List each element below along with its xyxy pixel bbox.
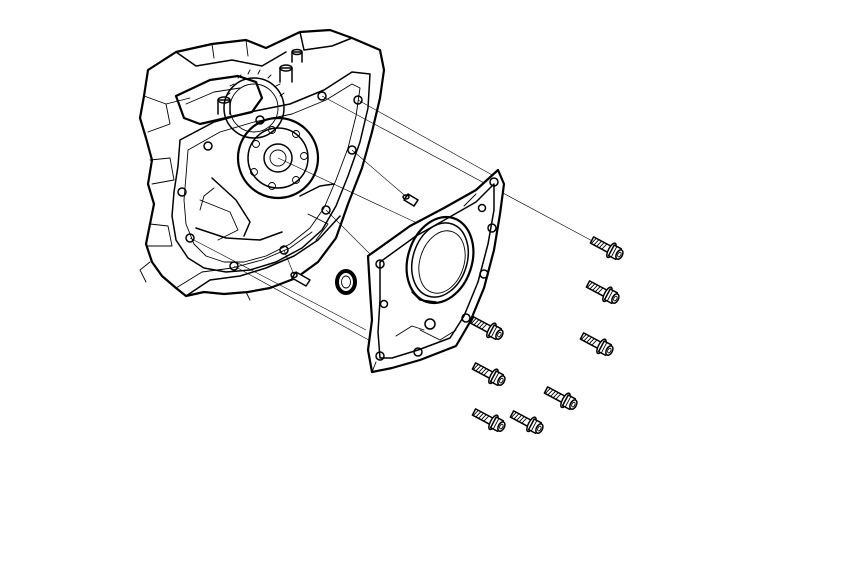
flange-bolt-3 — [467, 312, 507, 344]
flange-bolts — [467, 232, 627, 438]
flange-bolt-5 — [469, 358, 509, 390]
flange-bolt-2 — [583, 276, 623, 308]
bearing-cap-bolts — [217, 48, 303, 115]
crankshaft-oil-seal — [405, 215, 475, 305]
crankshaft-flange — [236, 116, 320, 200]
flange-bolt-8 — [507, 406, 547, 438]
alignment-leader-lines — [189, 95, 599, 345]
flange-bolt-4 — [577, 328, 617, 360]
flange-bolt-7 — [469, 404, 509, 436]
engine-block — [138, 28, 386, 301]
rear-oil-seal-carrier — [366, 168, 506, 374]
o-ring — [335, 269, 357, 295]
dowel-pin-lower — [290, 271, 311, 287]
flange-bolt-1 — [587, 232, 627, 264]
flange-bolt-6 — [541, 382, 581, 414]
dowel-pin-upper — [402, 193, 419, 207]
